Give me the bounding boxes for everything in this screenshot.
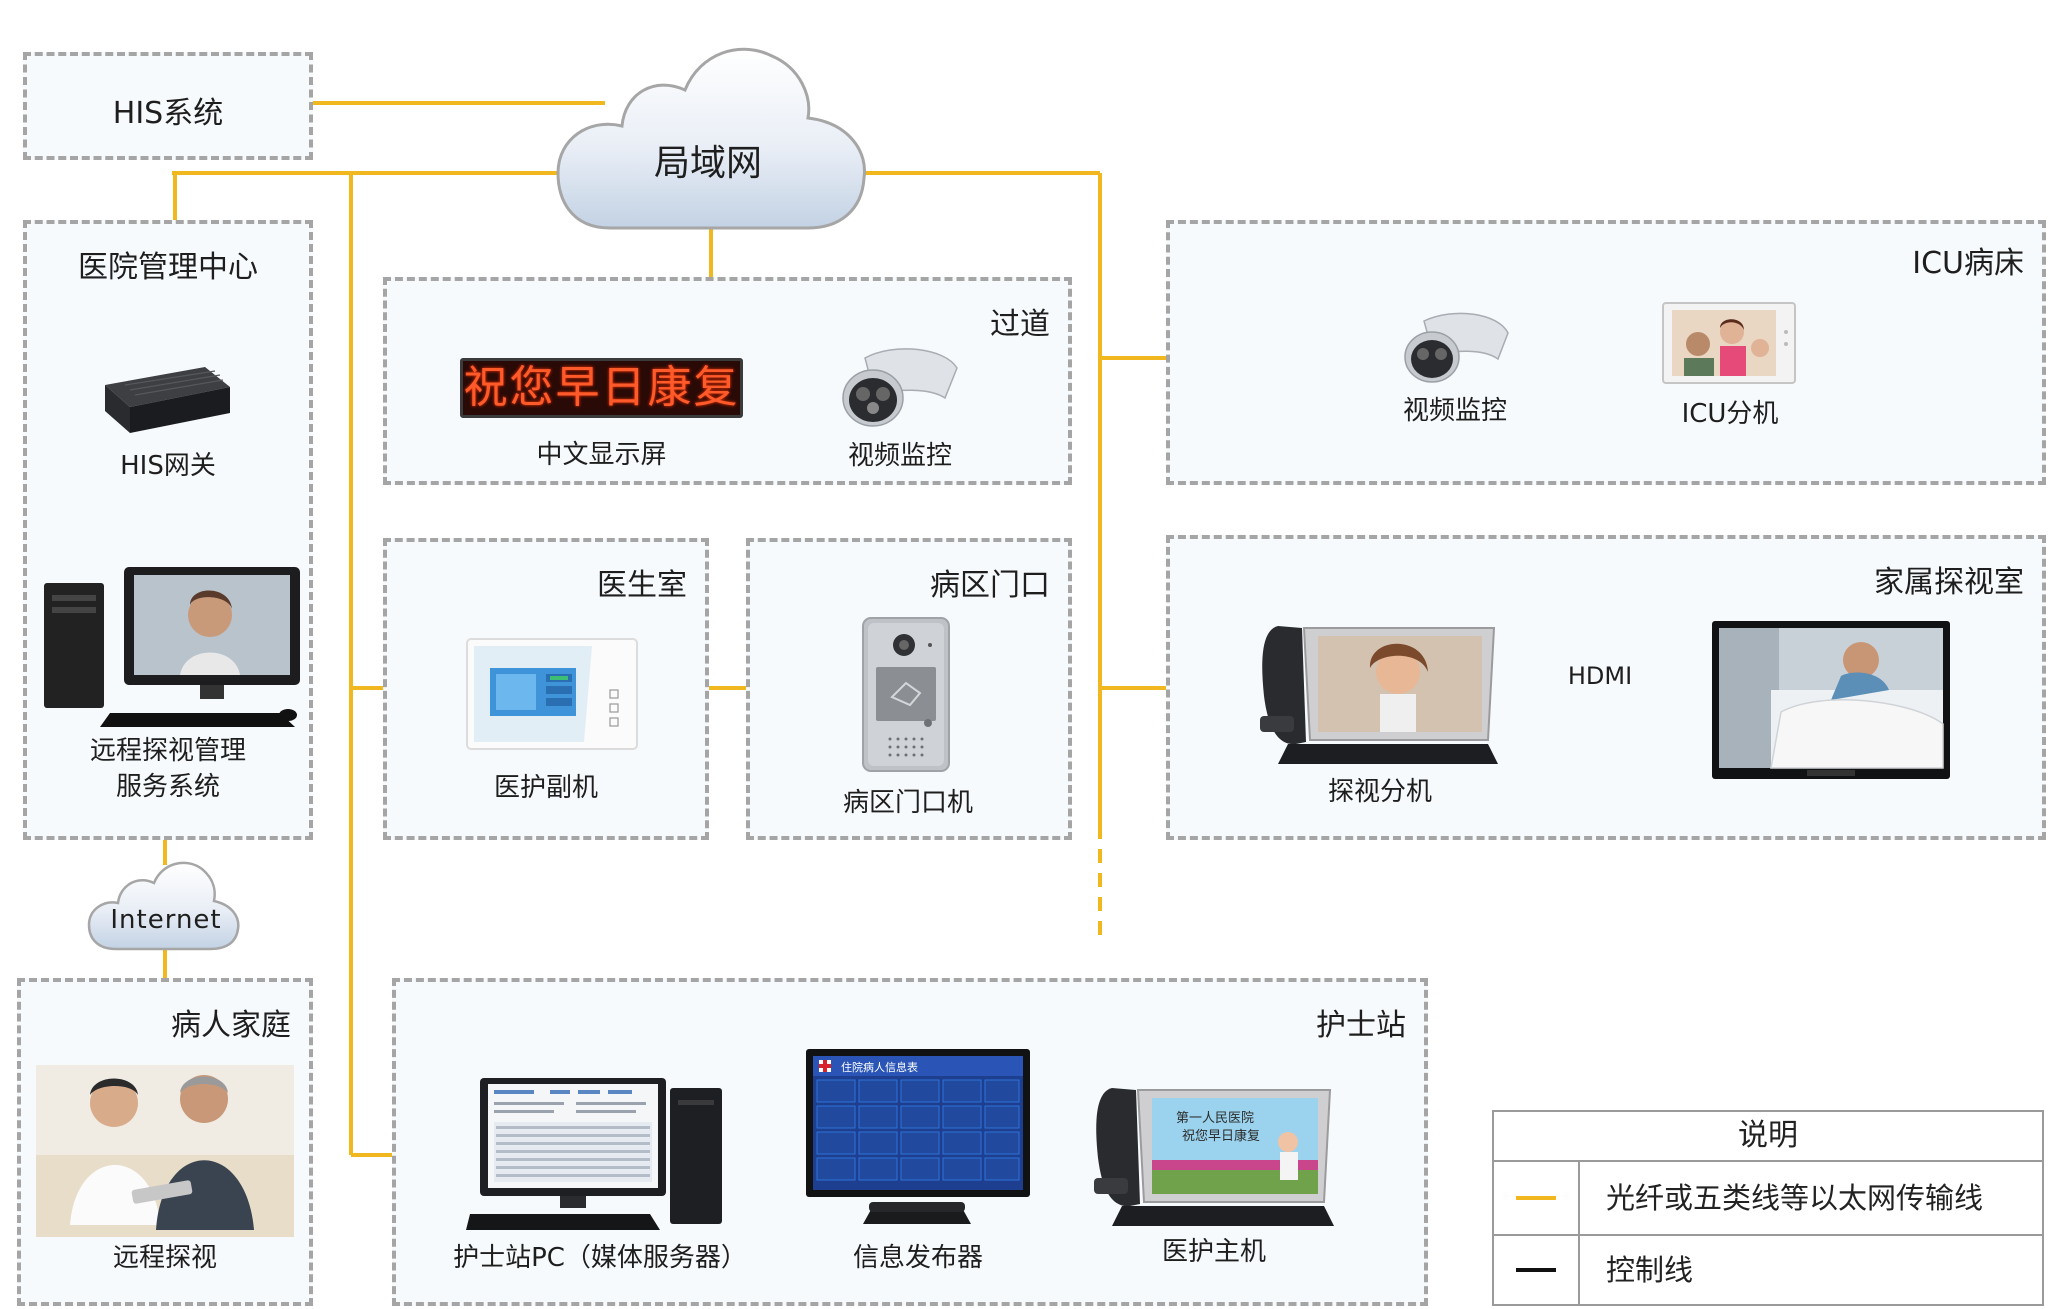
his-system-box: HIS系统 [23,52,313,160]
door-terminal-device [862,617,950,772]
doctor-room-title: 医生室 [597,568,687,603]
management-center-title: 医院管理中心 [78,250,258,285]
icu-title: ICU病床 [1912,246,2024,281]
board-title-text: 住院病人信息表 [841,1060,918,1074]
remote-visit-mgmt-line1: 远程探视管理 [89,736,246,766]
family-room-monitor [1712,621,1950,779]
legend-swatch-ethernet [1516,1196,1556,1200]
icu-camera-label: 视频监控 [1402,396,1507,426]
legend-row-control: 控制线 [1494,1234,2042,1306]
legend-label-ethernet: 光纤或五类线等以太网传输线 [1606,1181,1984,1215]
icu-box: ICU病床 [1166,220,2046,485]
legend-label-control: 控制线 [1606,1253,1694,1287]
nurse-pc-device [466,1078,722,1230]
host-screen-line1: 第一人民医院 [1176,1111,1254,1126]
door-terminal-label: 病区门口机 [842,788,973,818]
remote-visit-photo [36,1065,294,1237]
doctor-terminal-device [466,638,638,750]
icu-terminal-device [1662,302,1796,384]
legend-row-ethernet: 光纤或五类线等以太网传输线 [1494,1160,2042,1234]
lan-label: 局域网 [653,143,762,184]
management-computer-device [44,567,300,727]
his-gateway-label: HIS网关 [120,451,216,481]
nurse-host-device: 第一人民医院 祝您早日康复 [1094,1088,1334,1226]
visit-terminal-label: 探视分机 [1327,777,1432,807]
legend-title: 说明 [1738,1118,1798,1153]
remote-visit-mgmt-line2: 服务系统 [115,772,220,802]
legend-swatch-control [1516,1268,1556,1272]
ward-door-box: 病区门口 [746,538,1072,840]
lan-cloud [556,47,867,230]
ward-door-title: 病区门口 [930,568,1050,603]
icu-camera-device [1404,312,1509,383]
corridor-camera-device [842,348,958,427]
nurse-host-label: 医护主机 [1161,1237,1266,1267]
his-gateway-device [105,367,230,433]
info-publisher-label: 信息发布器 [852,1243,983,1273]
led-display-text: 祝您早日康复 [463,362,740,413]
management-center-box: 医院管理中心 [23,220,313,840]
remote-visit-mgmt-label: 远程探视管理 服务系统 [23,733,313,805]
hdmi-label: HDMI [1567,662,1633,690]
host-screen-line2: 祝您早日康复 [1182,1128,1260,1144]
nurse-pc-label: 护士站PC（媒体服务器） [453,1243,747,1273]
internet-cloud [87,861,240,951]
info-publisher-device: 住院病人信息表 [806,1049,1030,1224]
his-system-title: HIS系统 [112,96,224,131]
doctor-terminal-label: 医护副机 [493,773,598,803]
patient-home-title: 病人家庭 [171,1008,291,1043]
icu-terminal-label: ICU分机 [1681,399,1779,429]
internet-label: Internet [110,905,222,935]
corridor-title: 过道 [990,307,1050,342]
led-display-label: 中文显示屏 [536,440,667,470]
corridor-camera-label: 视频监控 [847,441,952,471]
remote-visit-label: 远程探视 [112,1243,217,1273]
visit-terminal-device [1260,626,1498,764]
nurse-station-title: 护士站 [1316,1008,1406,1043]
legend: 说明 光纤或五类线等以太网传输线 控制线 [1492,1110,2044,1306]
led-display-device: 祝您早日康复 [460,358,743,418]
family-room-title: 家属探视室 [1874,565,2024,600]
